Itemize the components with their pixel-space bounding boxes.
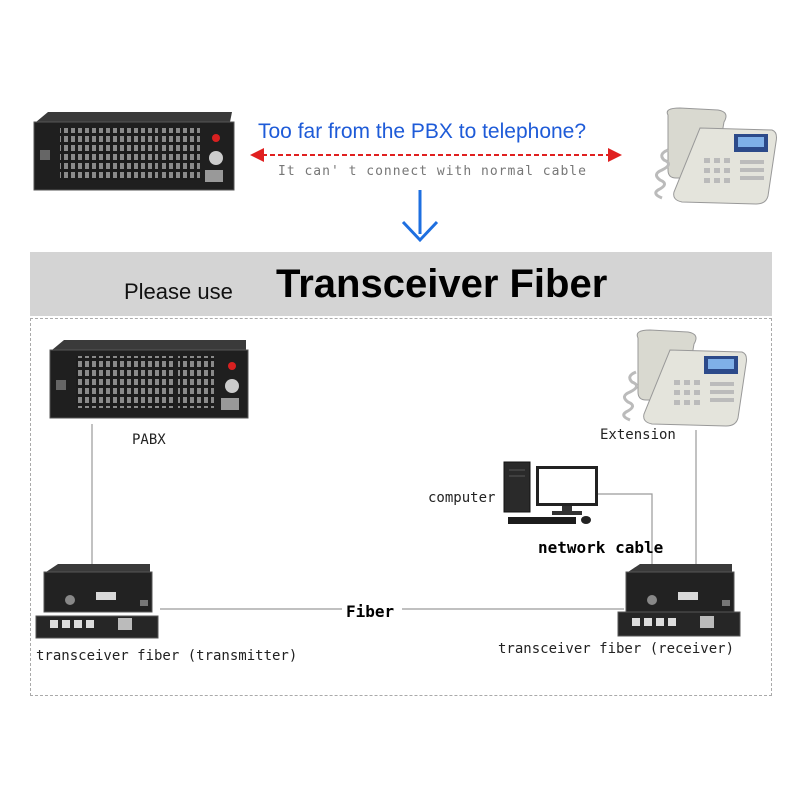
banner-title: Transceiver Fiber (276, 262, 608, 306)
cable-note: It can' t connect with normal cable (278, 164, 587, 179)
pbx-top-image (33, 112, 235, 191)
question-heading: Too far from the PBX to telephone? (258, 120, 587, 143)
pabx-image (49, 340, 249, 419)
network-cable-line (598, 493, 653, 586)
extension-phone-image (622, 329, 747, 427)
transmitter-label: transceiver fiber (transmitter) (36, 648, 298, 664)
connection-lines (91, 424, 697, 610)
receiver-device-image (617, 564, 741, 637)
fiber-label: Fiber (346, 602, 395, 621)
telephone-top-image (654, 107, 777, 205)
down-arrow-icon (401, 190, 439, 243)
banner (30, 252, 772, 316)
extension-label: Extension (600, 427, 676, 443)
computer-label: computer (428, 490, 496, 506)
receiver-label: transceiver fiber (receiver) (498, 641, 735, 657)
network-cable-label: network cable (538, 538, 664, 557)
distance-arrow (250, 148, 622, 162)
computer-image (503, 461, 598, 524)
diagram-frame (30, 318, 772, 696)
transmitter-device-image (35, 564, 159, 639)
pabx-label: PABX (132, 432, 166, 448)
banner-prefix: Please use (124, 279, 233, 304)
